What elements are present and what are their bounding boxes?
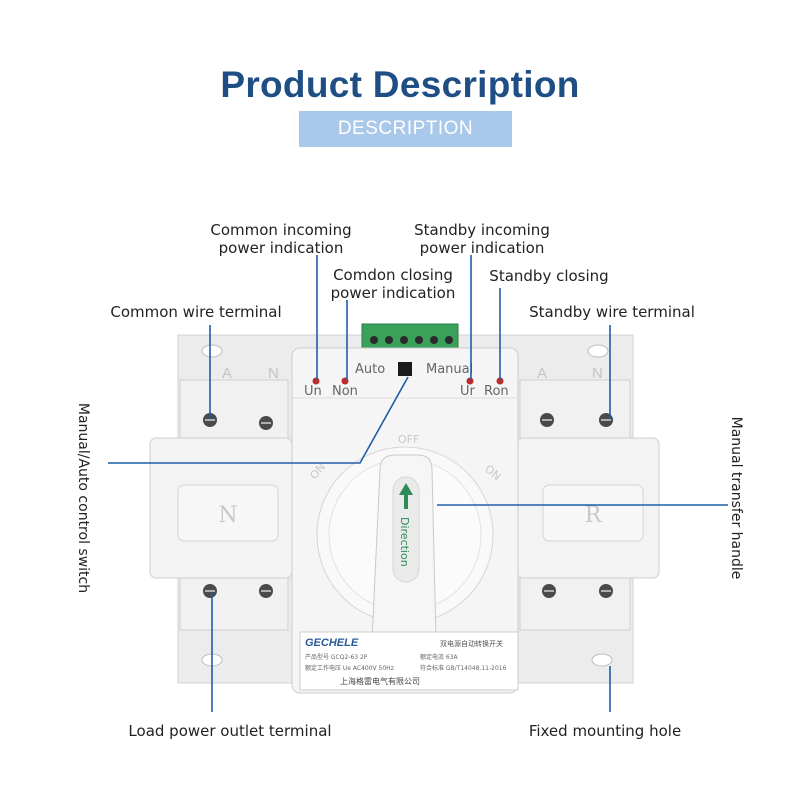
- phase-a-right: A: [537, 365, 547, 382]
- label-load-outlet: Load power outlet terminal: [128, 722, 332, 740]
- direction-arrow-icon: [399, 483, 413, 495]
- label-manual-auto-switch: Manual/Auto control switch: [75, 402, 91, 594]
- svg-text:符合标准 GB/T14048.11-2016: 符合标准 GB/T14048.11-2016: [420, 664, 507, 672]
- module-n-label: N: [218, 503, 237, 528]
- svg-text:双电源自动转换开关: 双电源自动转换开关: [440, 639, 503, 648]
- brand-logo: GECHELE: [305, 637, 359, 649]
- name-plate: [299, 631, 519, 691]
- phase-a-left: A: [222, 365, 232, 382]
- label-standby-closing: Standby closing: [489, 267, 609, 285]
- pointer-lines: [108, 255, 728, 712]
- label-mounting-hole: Fixed mounting hole: [528, 722, 682, 740]
- module-r-label: R: [585, 503, 603, 528]
- description-badge: DESCRIPTION: [299, 111, 512, 147]
- svg-text:Un: Un: [304, 384, 322, 399]
- svg-text:Non: Non: [332, 384, 358, 399]
- svg-text:Ron: Ron: [484, 384, 509, 399]
- mounting-hole-icon: [587, 344, 609, 358]
- svg-text:上海格雷电气有限公司: 上海格雷电气有限公司: [340, 676, 420, 686]
- terminal-block: [361, 323, 459, 351]
- label-common-wire-terminal: Common wire terminal: [110, 303, 282, 321]
- svg-text:Ur: Ur: [460, 384, 476, 399]
- mounting-hole-icon: [201, 344, 223, 358]
- svg-text:OFF: OFF: [398, 433, 419, 446]
- svg-text:额定工作电压 Ue AC400V 50Hz: 额定工作电压 Ue AC400V 50Hz: [305, 664, 394, 672]
- page-title: Product Description: [220, 64, 580, 105]
- phase-n-left: N: [268, 365, 279, 382]
- handle-direction-text: Direction: [398, 517, 411, 567]
- label-standby-wire-terminal: Standby wire terminal: [529, 303, 695, 321]
- mounting-hole-icon: [591, 653, 613, 667]
- svg-text:Auto: Auto: [355, 362, 385, 377]
- svg-text:额定电流 63A: 额定电流 63A: [420, 653, 459, 661]
- label-manual-transfer-handle: Manual transfer handle: [728, 416, 744, 580]
- auto-manual-switch-knob: [398, 362, 412, 376]
- phase-n-right: N: [592, 365, 603, 382]
- svg-text:产品型号 GCQ2-63 2P: 产品型号 GCQ2-63 2P: [305, 653, 368, 661]
- svg-text:Manual: Manual: [426, 362, 473, 377]
